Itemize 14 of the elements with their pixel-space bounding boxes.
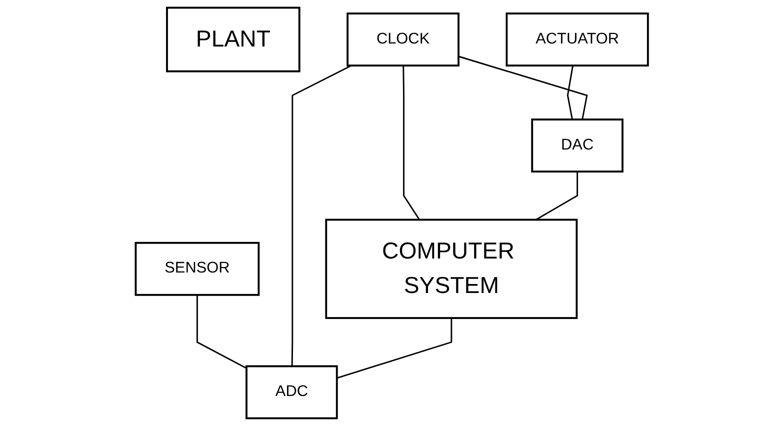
node-box: SENSOR (134, 242, 260, 296)
connector (291, 64, 352, 366)
connector (535, 172, 578, 220)
node-box: COMPUTER SYSTEM (324, 218, 578, 319)
node-box: PLANT (166, 6, 300, 72)
connector (196, 294, 246, 369)
connector (336, 318, 452, 379)
node-box: CLOCK (346, 12, 460, 66)
node-box: ADC (245, 365, 338, 420)
connector (566, 65, 574, 120)
node-box: DAC (530, 118, 624, 173)
connector (458, 56, 588, 120)
node-box: ACTUATOR (505, 12, 649, 66)
connector (402, 66, 420, 220)
